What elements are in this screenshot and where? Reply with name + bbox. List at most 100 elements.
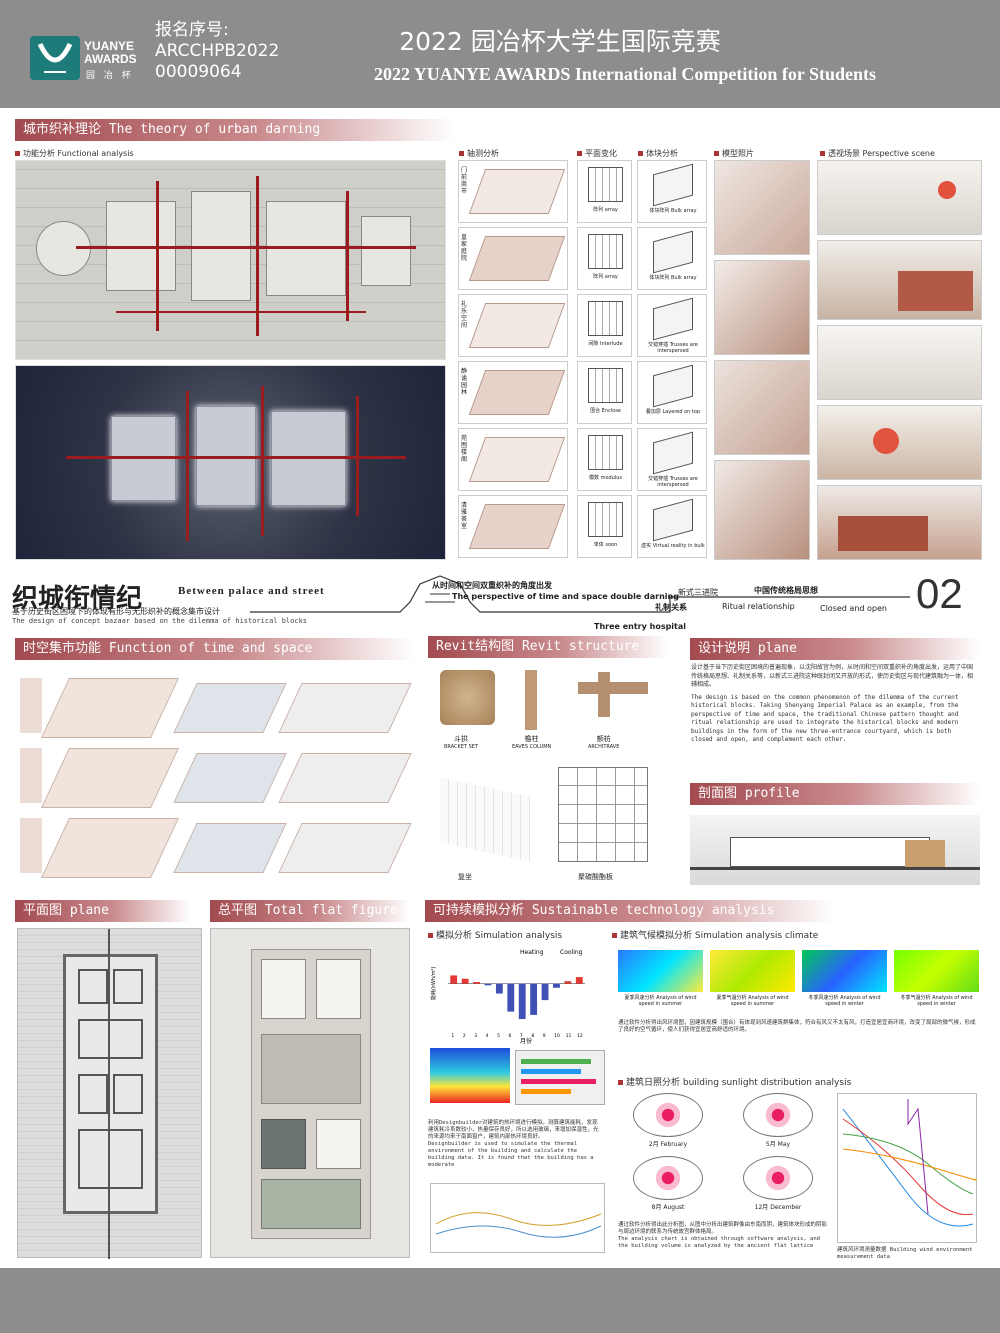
bar-cooling-4 (484, 983, 492, 986)
sunlight-diagram: 5月 May (728, 1093, 828, 1153)
perspective-statement-en: The perspective of time and space double… (452, 592, 679, 601)
bar-cooling-5 (495, 983, 503, 994)
bar-cooling-7 (518, 983, 526, 1020)
x-tick-label: 5 (497, 1033, 500, 1039)
axis-row: 静谧园林 (458, 361, 568, 424)
night-site-plan-image (15, 365, 446, 560)
x-tick-label: 1 (451, 1033, 454, 1039)
architrave-icon (578, 682, 648, 694)
climate-map-caption: 冬季风速分析 Analysis of wind speed in winter (808, 995, 881, 1007)
competition-title-en: 2022 YUANYE AWARDS International Competi… (373, 64, 877, 84)
perspective-statement-cn: 从时间和空间双重织补的角度出发 (432, 581, 552, 590)
bar-heating-3 (473, 982, 480, 984)
sunlight-diagram-label: 2月 February (648, 1141, 688, 1148)
climate-map-caption: 夏季气温分析 Analysis of wind speed in summer (716, 995, 789, 1007)
axis-row-label: 苑囿楼阁 (461, 435, 468, 463)
sunlight-diagram-label: 5月 May (765, 1141, 791, 1148)
x-tick-label: 9 (543, 1033, 546, 1039)
bar-cooling-8 (530, 983, 538, 1015)
sunlight-diagram: 2月 February (618, 1093, 718, 1153)
climate-simulation-row: 夏季风速分析 Analysis of wind speed in summer 夏… (618, 950, 979, 1015)
bar-cooling-6 (507, 983, 515, 1012)
design-description-text: 设计基于当下历史街区困境的普遍现象，以沈阳故宫为例，从时间和空间双重织补的角度出… (691, 664, 974, 743)
sunlight-diagram: 12月 December (728, 1156, 828, 1216)
plane-diagram-label: 围合 Enclose (590, 408, 621, 414)
sunlight-label: 建筑日照分析 building sunlight distribution an… (618, 1075, 851, 1088)
perspective-scenes (817, 160, 982, 560)
sunlight-diagram: 8月 August (618, 1156, 718, 1216)
section-sustainable: 可持续模拟分析 Sustainable technology analysis (425, 900, 835, 922)
volume-diagram-label: 虚实 Virtual reality in bulk (641, 543, 705, 549)
axis-column: 门前商市皇家庭院礼乐空间静谧园林苑囿楼阁清雅茶室 (458, 160, 568, 560)
climate-map: 夏季气温分析 Analysis of wind speed in summer (710, 950, 795, 1015)
sunlight-diagram-label: 8月 August (651, 1204, 685, 1211)
volume-diagram-label: 体块阵列 Bulk array (649, 275, 697, 281)
plane-diagram-label: 模数 modulus (588, 475, 623, 481)
bar-cooling-9 (541, 983, 549, 1001)
energy-data-panel (515, 1050, 605, 1105)
axis-row: 清雅茶室 (458, 495, 568, 558)
yuanye-logo-icon (30, 36, 80, 80)
volume-diagram-label: 交错穿插 Trusses are interspersed (648, 476, 698, 488)
axis-row-label: 静谧园林 (461, 368, 468, 396)
project-title-cn: 织城衔情纪 (12, 584, 143, 614)
sunlight-diagram-label: 12月 December (754, 1204, 802, 1211)
plane-diagram-label: 阵列 array (593, 207, 618, 213)
x-tick-label: 2 (463, 1033, 466, 1039)
axis-row-label: 皇家庭院 (461, 234, 468, 262)
climate-map: 冬季风速分析 Analysis of wind speed in winter (802, 950, 887, 1015)
model-photo-label: 模型照片 (714, 148, 754, 159)
x-tick-label: 11 (566, 1033, 572, 1039)
ritual-cn-label: 礼制关系 (655, 603, 687, 612)
axis-row: 礼乐空间 (458, 294, 568, 357)
closed-open-label: Closed and open (820, 604, 887, 613)
plane-diagram: 间隙 Interlude (577, 294, 632, 357)
plane-diagram-label: 阵列 array (593, 274, 618, 280)
volume-diagram: 交错穿插 Trusses are interspersed (637, 294, 707, 357)
section-function-time-space: 时空集市功能 Function of time and space (15, 638, 415, 660)
axis-row: 皇家庭院 (458, 227, 568, 290)
plane-diagram: 阵列 array (577, 227, 632, 290)
section-design-description: 设计说明 plane (690, 638, 980, 660)
bar-heating-11 (564, 981, 572, 984)
wind-caption: 建筑风环境测量数据 Building wind environment meas… (837, 1247, 973, 1260)
axis-row-label: 清雅茶室 (461, 502, 468, 530)
climate-map: 夏季风速分析 Analysis of wind speed in summer (618, 950, 703, 1015)
x-tick-label: 6 (509, 1033, 512, 1039)
plane-diagram: 围合 Enclose (577, 361, 632, 424)
bar-heating-1 (450, 975, 458, 984)
project-subtitle-en: The design of concept bazaar based on th… (12, 617, 308, 625)
plane-column: 阵列 array 阵列 array 间隙 Interlude 围合 Enclose 模数… (577, 160, 632, 560)
x-tick-label: 8 (531, 1033, 534, 1039)
volume-diagram-label: 叠加层 Layered on top (645, 409, 701, 415)
plane-diagram-label: 单体 soon (593, 542, 618, 548)
perspective-label: 透视场景 Perspective scene (820, 148, 935, 159)
climate-map-caption: 冬季气温分析 Analysis of wind speed in winter (900, 995, 973, 1007)
plane-diagram-label: 间隙 Interlude (588, 341, 623, 347)
climate-map-caption: 夏季风速分析 Analysis of wind speed in summer (624, 995, 697, 1007)
page-number: 02 (916, 570, 963, 617)
volume-diagram-label: 体块阵列 Bulk array (649, 208, 697, 214)
x-tick-label: 12 (577, 1033, 583, 1039)
axis-row: 苑囿楼阁 (458, 428, 568, 491)
banner-roofline (250, 575, 910, 613)
logo-sub: 园 冶 杯 (86, 71, 134, 81)
header-bar (0, 0, 1000, 108)
plane-change-label: 平面变化 (577, 148, 617, 159)
competition-title-cn: 2022 园冶杯大学生国际竞赛 (399, 27, 721, 56)
functional-analysis-label: 功能分析 Functional analysis (15, 148, 134, 159)
axis-row-label: 礼乐空间 (461, 301, 468, 329)
simulation-label: 模拟分析 Simulation analysis (428, 928, 562, 941)
legend-cooling: Cooling (560, 949, 583, 956)
climate-map: 冬季气温分析 Analysis of wind speed in winter (894, 950, 979, 1015)
volume-diagram: 交错穿插 Trusses are interspersed (637, 428, 707, 491)
simulation-note: 利用Designbuilder对建筑的热环境进行模拟，测算建筑能耗，发现建筑耗冷… (428, 1120, 599, 1168)
eaves-column-icon (525, 670, 537, 730)
section-urban-darning: 城市织补理论 The theory of urban darning (15, 119, 455, 141)
x-tick-label: 10 (554, 1033, 560, 1039)
three-entry-label: Three entry hospital (594, 622, 687, 631)
plane-diagram: 阵列 array (577, 160, 632, 223)
